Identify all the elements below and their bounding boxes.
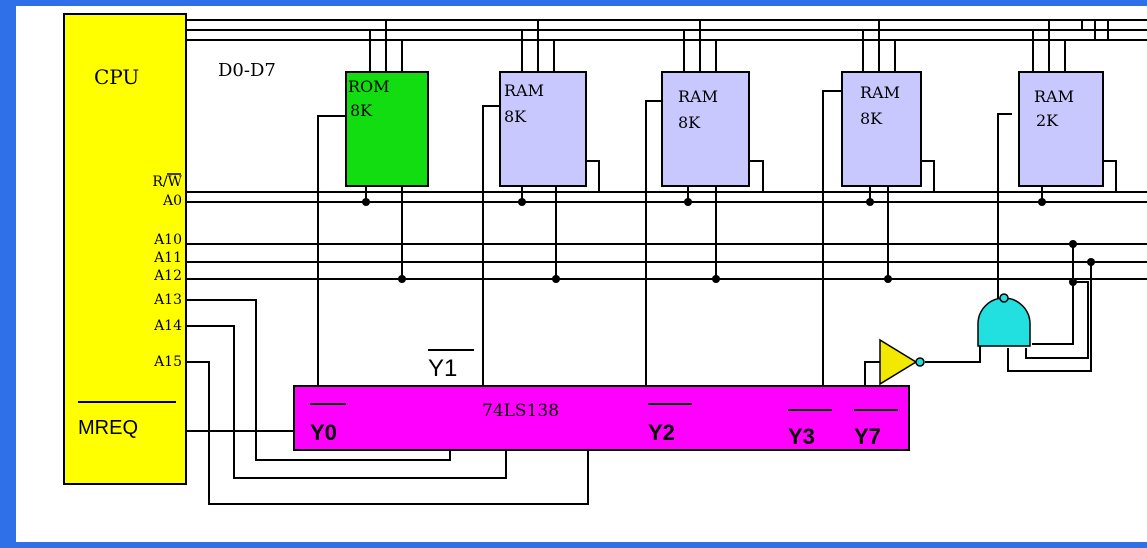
output-y0: Y0: [310, 420, 337, 445]
output-y1: Y1: [428, 355, 457, 382]
memory-decoder-diagram: CPU R/W A0 A10 A11 A12 A13 A14 A15 MREQ …: [63, 13, 1147, 505]
chip-type: RAM: [678, 87, 718, 106]
pin-a10: A10: [153, 232, 182, 248]
pin-a15: A15: [153, 354, 182, 370]
pin-a11: A11: [153, 250, 182, 266]
chip-size: 8K: [350, 101, 373, 120]
output-y7: Y7: [854, 424, 881, 449]
ram-chip-1: RAM 8K: [499, 71, 587, 187]
diagram-canvas: CPU R/W A0 A10 A11 A12 A13 A14 A15 MREQ …: [16, 6, 1147, 542]
cpu-block: [63, 13, 187, 485]
output-y2: Y2: [648, 420, 675, 445]
nand-gate: [977, 293, 1031, 347]
ram-chip-2: RAM 8K: [661, 71, 750, 187]
output-y3: Y3: [788, 424, 815, 449]
pin-a0: A0: [162, 193, 182, 209]
decoder-name: 74LS138: [482, 401, 559, 421]
pin-a14: A14: [153, 318, 182, 334]
decoder-74ls138: [293, 385, 910, 451]
ram-chip-4: RAM 2K: [1018, 71, 1104, 187]
chip-size: 8K: [678, 113, 701, 132]
data-bus-label: D0-D7: [218, 60, 276, 81]
pin-a13: A13: [153, 292, 182, 308]
chip-type: RAM: [860, 83, 900, 102]
rom-chip: ROM 8K: [345, 71, 429, 187]
inverter-gate: [879, 338, 925, 386]
chip-type: ROM: [348, 77, 390, 96]
cpu-pin-labels: R/W A0 A10 A11 A12 A13 A14 A15: [152, 173, 183, 370]
chip-size: 2K: [1036, 111, 1059, 130]
chip-type: RAM: [1034, 87, 1074, 106]
junctions: [362, 198, 1095, 286]
pin-mreq: MREQ: [78, 417, 138, 439]
pin-rw: R/W: [152, 174, 182, 190]
chip-size: 8K: [860, 109, 883, 128]
ram-chip-3: RAM 8K: [841, 71, 922, 187]
pin-a12: A12: [153, 268, 182, 284]
cpu-label: CPU: [94, 65, 139, 89]
chip-size: 8K: [504, 107, 527, 126]
wires: [186, 19, 1147, 505]
chip-type: RAM: [504, 81, 544, 100]
